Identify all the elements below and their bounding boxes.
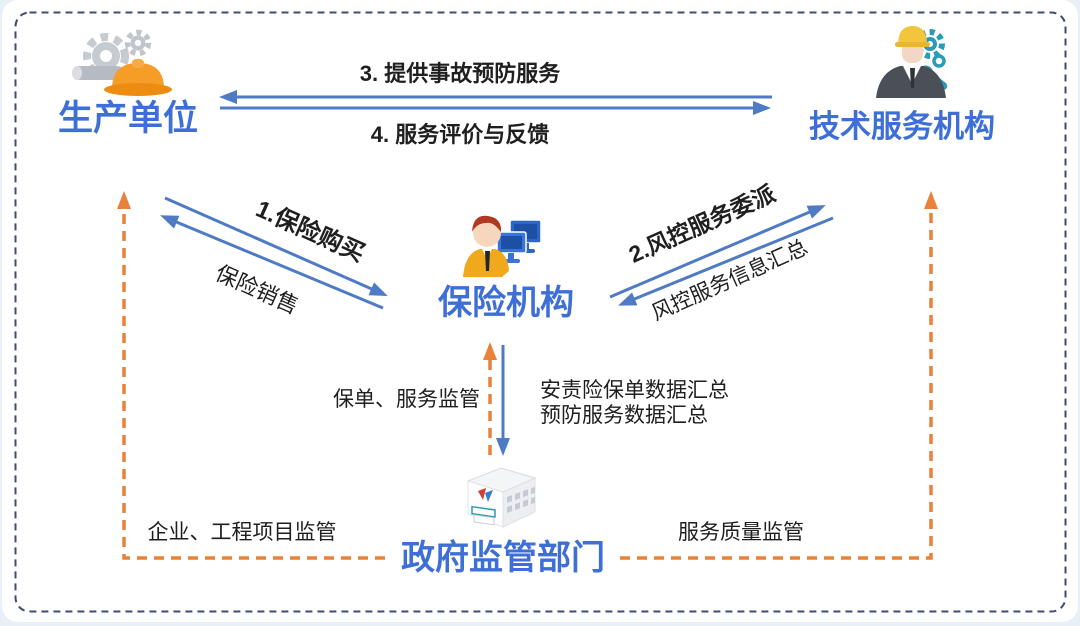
- node-label-tech: 技术服务机构: [809, 109, 995, 144]
- edge-label-enterprise-supervision: 企业、工程项目监管: [147, 521, 337, 544]
- arrow-risk-control-dispatch: [609, 205, 826, 299]
- arrow-insurance-sales: [160, 215, 384, 310]
- edge-label-policy-supervision: 保单、服务监管: [333, 388, 480, 411]
- agent-computer-icon: [463, 215, 542, 277]
- edge-label-service-feedback: 4. 服务评价与反馈: [370, 122, 550, 147]
- dashed-border: [14, 11, 1067, 613]
- edge-label-data-summary: 安责险保单数据汇总 预防服务数据汇总: [540, 378, 729, 428]
- edge-label-policy-data: 安责险保单数据汇总: [540, 379, 729, 402]
- edge-label-quality-supervision: 服务质量监管: [678, 521, 804, 544]
- engineer-tools-icon: [876, 26, 948, 98]
- gears-hardhat-icon: [72, 29, 172, 96]
- node-label-insurer: 保险机构: [438, 284, 574, 322]
- edge-label-provide-prevention: 3. 提供事故预防服务: [359, 61, 561, 86]
- node-label-producer: 生产单位: [57, 99, 198, 138]
- arrow-enterprise-supervision: [117, 191, 385, 560]
- arrow-quality-supervision: [620, 191, 938, 560]
- government-building-icon: [466, 467, 537, 528]
- arrow-risk-control-info: [618, 216, 834, 306]
- node-label-government: 政府监管部门: [401, 539, 605, 577]
- edge-label-prevention-data: 预防服务数据汇总: [540, 404, 708, 427]
- arrow-insurance-purchase: [164, 196, 388, 297]
